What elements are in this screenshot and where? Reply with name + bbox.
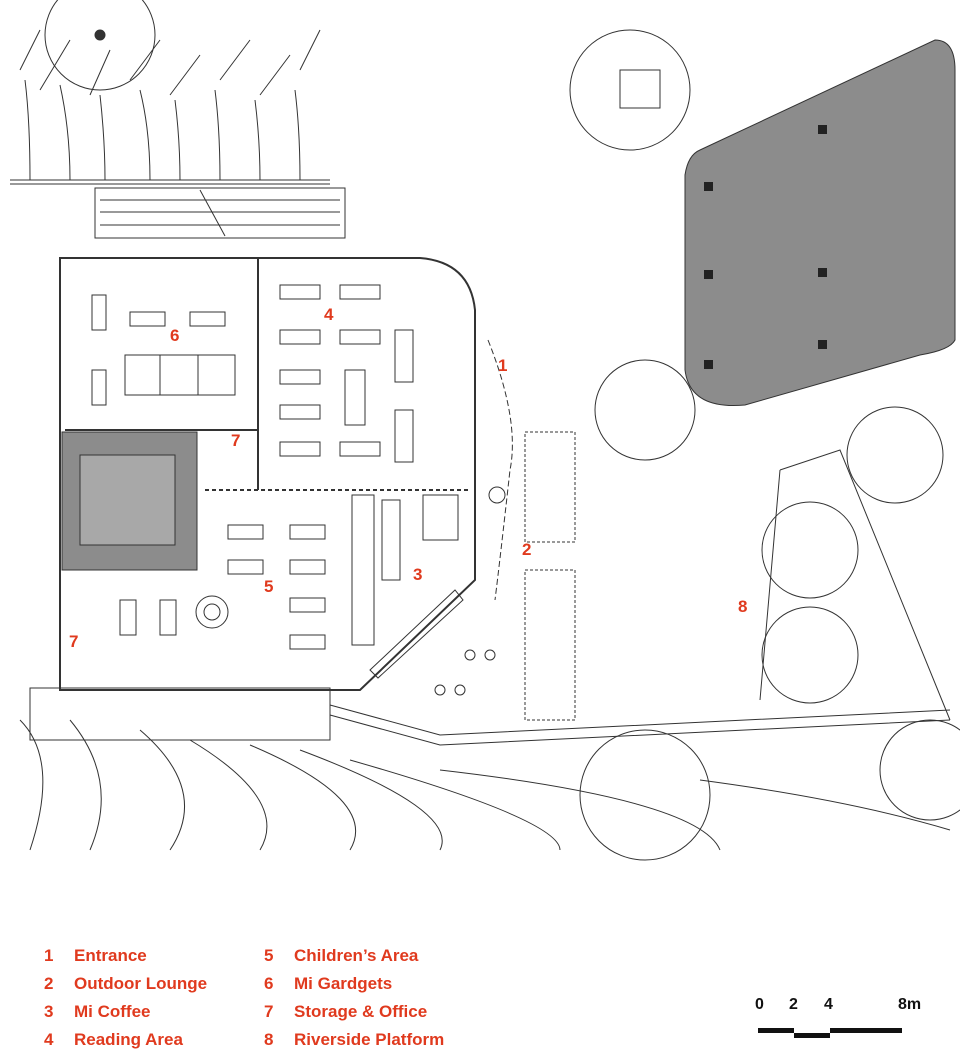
scale-segment <box>758 1028 794 1033</box>
legend-label: Mi Gardgets <box>294 974 393 993</box>
legend-number: 2 <box>44 974 54 993</box>
legend-left-column: 1 Entrance 2 Outdoor Lounge 3 Mi Coffee 4 Re… <box>44 942 207 1054</box>
coffee-counter <box>351 494 464 679</box>
legend-label: Storage & Office <box>294 1002 428 1021</box>
legend-label: Children’s Area <box>294 946 419 965</box>
scale-segment <box>794 1033 830 1038</box>
legend-item: 7 Storage & Office <box>264 998 444 1026</box>
gadget-tables <box>91 294 236 406</box>
river-contours <box>19 687 951 851</box>
legend-item: 6 Mi Gardgets <box>264 970 444 998</box>
outdoor-lounge <box>434 339 576 721</box>
legend-item: 3 Mi Coffee <box>44 998 207 1026</box>
scale-tick-label: 0 <box>755 996 764 1013</box>
legend-label: Entrance <box>74 946 147 965</box>
escalator <box>94 187 346 239</box>
scale-tick-label: 8m <box>898 996 922 1013</box>
legend-number: 4 <box>44 1030 54 1049</box>
plan-label-reading-area: 4 <box>324 305 334 324</box>
trees <box>569 29 960 861</box>
scale-tick-label: 4 <box>824 996 833 1013</box>
legend-number: 1 <box>44 946 54 965</box>
legend-number: 7 <box>264 1002 274 1021</box>
legend-item: 1 Entrance <box>44 942 207 970</box>
legend-item: 2 Outdoor Lounge <box>44 970 207 998</box>
legend-number: 3 <box>44 1002 54 1021</box>
neighbouring-building <box>684 39 956 407</box>
legend-right-column: 5 Children’s Area 6 Mi Gardgets 7 Storage &… <box>264 942 444 1054</box>
legend-number: 6 <box>264 974 274 993</box>
plan-label-entrance: 1 <box>498 356 508 375</box>
legend-label: Outdoor Lounge <box>74 974 208 993</box>
legend-label: Riverside Platform <box>294 1030 445 1049</box>
scale-bar: 0 2 4 8m <box>752 996 932 1044</box>
plan-label-storage-office: 7 <box>69 632 79 651</box>
legend-item: 5 Children’s Area <box>264 942 444 970</box>
plan-label-childrens-area: 5 <box>264 577 274 596</box>
canopy-structure <box>10 0 330 185</box>
scale-segment <box>830 1028 902 1033</box>
scale-bar-graphic <box>758 1028 902 1038</box>
legend-number: 5 <box>264 946 274 965</box>
riverside-platform <box>759 449 951 721</box>
legend-item: 8 Riverside Platform <box>264 1026 444 1054</box>
plan-label-riverside-platform: 8 <box>738 597 748 616</box>
plan-label-mi-coffee: 3 <box>413 565 423 584</box>
legend-label: Reading Area <box>74 1030 183 1049</box>
legend-label: Mi Coffee <box>74 1002 151 1021</box>
reading-tables <box>279 284 414 463</box>
plan-label-mi-gadgets: 6 <box>170 326 180 345</box>
children-tables <box>119 524 326 650</box>
plan-label-outdoor-lounge: 2 <box>522 540 532 559</box>
legend-number: 8 <box>264 1030 274 1049</box>
building-outline <box>59 257 476 691</box>
scale-tick-label: 2 <box>789 996 798 1013</box>
plan-label-storage-office: 7 <box>231 431 241 450</box>
floor-plan <box>10 0 960 861</box>
legend-item: 4 Reading Area <box>44 1026 207 1054</box>
